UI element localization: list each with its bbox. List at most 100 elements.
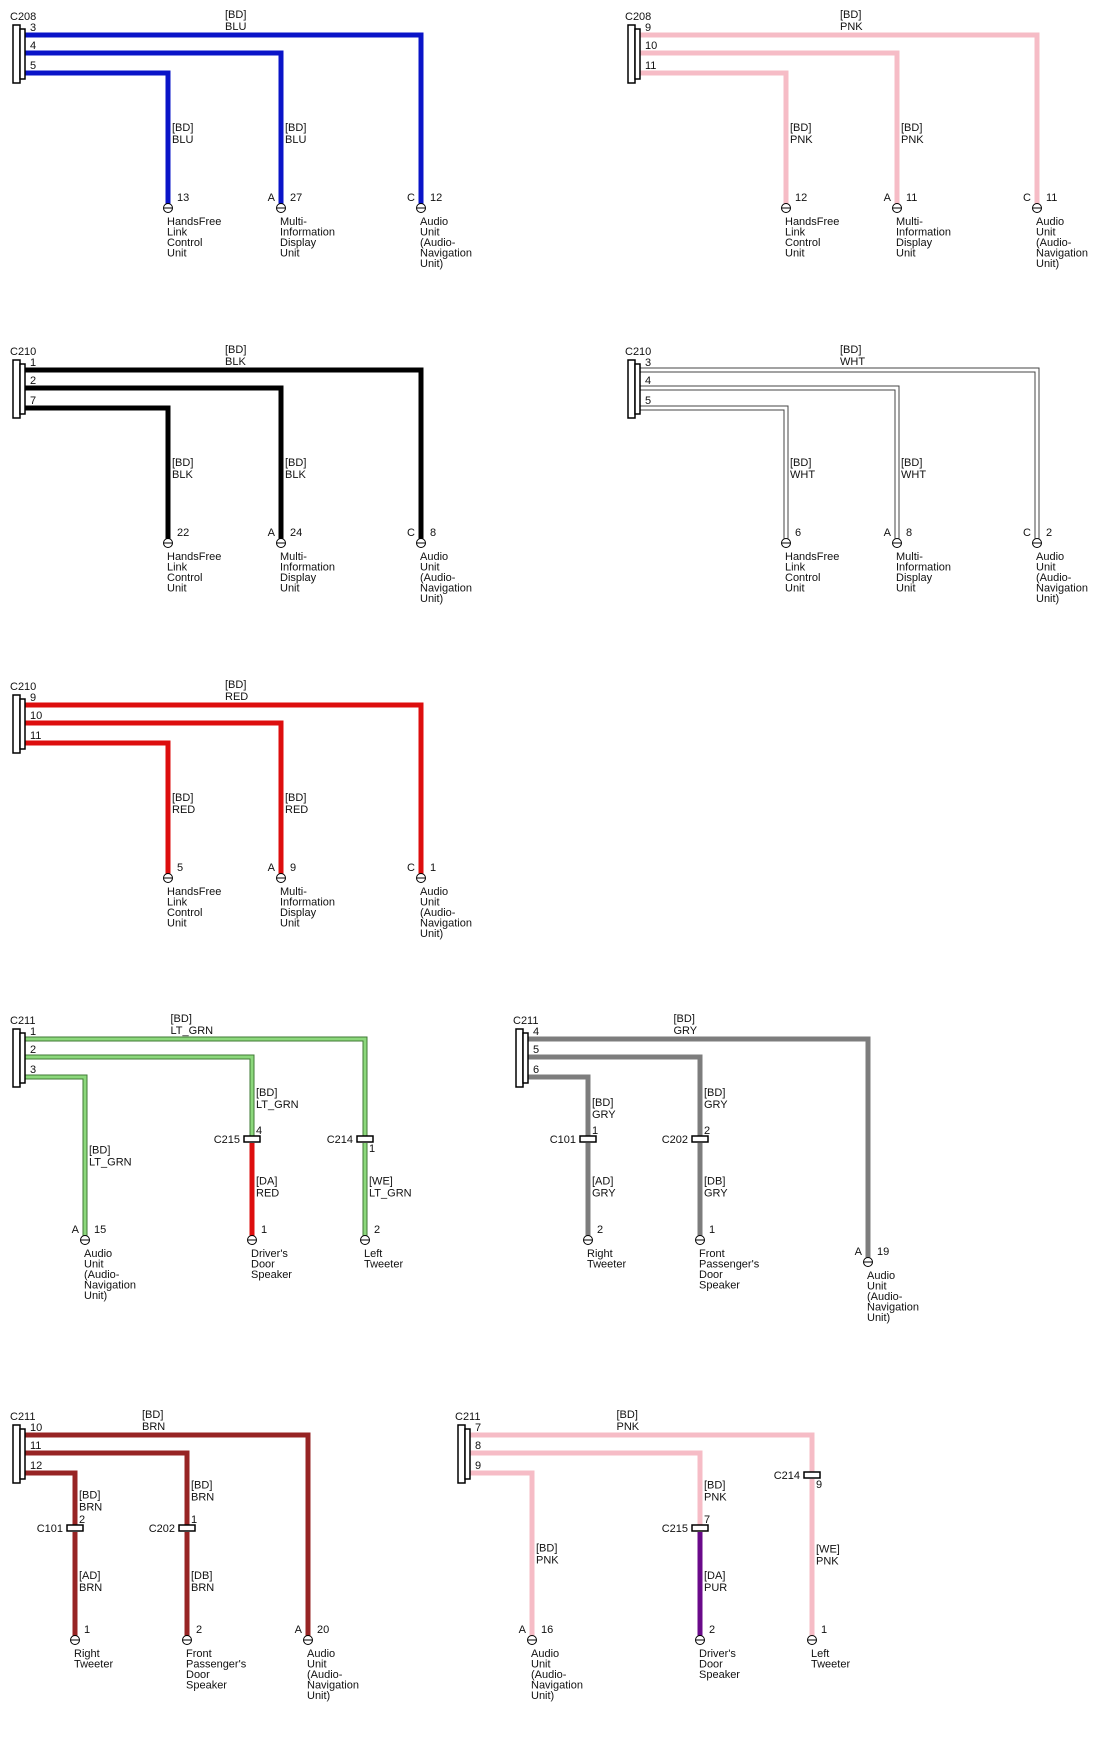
device-name: Unit [420,897,440,909]
wire [24,32,424,204]
connector-pin: 11 [30,1440,41,1452]
wire [24,70,171,204]
connector-symbol: 345 [627,357,651,419]
pin-letter: A [519,1624,527,1636]
device-name: (Audio- [84,1269,120,1281]
device-name: Unit [307,1659,327,1671]
trunk-wire-color: BLU [225,21,246,33]
pin-number: 8 [906,527,912,539]
connector-pin: 9 [475,1460,481,1472]
device-name: Left [364,1248,382,1260]
device-name: Unit [84,1259,104,1271]
trunk-wire-color: LT_GRN [171,1025,214,1037]
pin-letter: C [1023,192,1031,204]
device-name: Navigation [867,1302,919,1314]
wire-segment-1 [527,1074,591,1137]
trunk-wire-code: [BD] [840,9,861,21]
pin-number: 2 [1046,527,1052,539]
inline-connector-pin: 1 [191,1514,197,1526]
connector-pin: 2 [30,375,36,387]
wire-code: [BD] [790,457,811,469]
wire-color: WHT [901,469,926,481]
wire-code: [BD] [285,122,306,134]
wire-block-c211-pnk: C211[BD]PNK[BD]PNK16AAudioUnit(Audio-Nav… [455,1409,850,1702]
device-name: Display [280,237,317,249]
device-name: Display [280,572,317,584]
wire-code: [AD] [79,1570,100,1582]
device-name: Navigation [1036,248,1088,260]
device-name: Link [785,562,806,574]
device-name: Audio [420,886,448,898]
connector-pin: 5 [30,60,36,72]
connector-pin: 3 [645,357,651,369]
connector-body [627,359,636,419]
wire-core [639,368,1039,539]
pin-number: 15 [94,1224,106,1236]
wire [24,50,284,204]
connector-face [634,363,641,415]
wire [24,740,171,874]
connector-face [19,1428,26,1480]
inline-connector-label: C202 [149,1523,175,1535]
trunk-wire-code: [BD] [674,1013,695,1025]
wire-code: [BD] [704,1480,725,1492]
device-name: Tweeter [587,1259,626,1271]
device-name: Tweeter [364,1259,403,1271]
device-name: Display [280,907,317,919]
wire [469,1470,535,1636]
wire-block-c208-blu: C208[BD]BLU[BD]BLU13HandsFreeLinkControl… [10,9,472,270]
trunk-wire-code: [BD] [142,1409,163,1421]
inline-connector-label: C215 [214,1134,240,1146]
device-name: Audio [531,1648,559,1660]
wire [639,385,900,539]
device-name: Display [896,237,933,249]
wire [527,1036,871,1258]
connector-pin: 4 [645,375,651,387]
device-name: Display [896,572,933,584]
pin-letter: C [1023,527,1031,539]
wire-code: [WE] [369,1176,393,1188]
connector-body [515,1028,524,1088]
inline-connector-label: C215 [662,1523,688,1535]
pin-number: 1 [430,862,436,874]
connector-pin: 12 [30,1460,42,1472]
device-name: Link [167,227,188,239]
device-name: (Audio- [307,1669,343,1681]
wire-color: BLU [285,134,306,146]
device-name: Unit) [420,928,443,940]
connector-label: C211 [513,1015,538,1027]
wire-color: WHT [790,469,815,481]
wire-core [639,406,788,539]
device-name: Unit) [1036,258,1059,270]
trunk-wire-color: WHT [840,356,865,368]
wire-core [639,386,899,539]
pin-letter: A [884,527,892,539]
device-name: Control [785,237,820,249]
wire [24,1074,88,1236]
wire [639,405,789,539]
wire-code: [DA] [256,1176,277,1188]
wire-code: [WE] [816,1544,840,1556]
device-name: Door [699,1269,723,1281]
connector-pin: 3 [30,22,36,34]
device-name: Audio [1036,551,1064,563]
pin-number: 8 [430,527,436,539]
connector-face [19,28,26,80]
device-name: Unit [785,583,805,595]
connector-pin: 11 [645,60,656,72]
device-name: Driver's [251,1248,288,1260]
wire-color: PNK [901,134,924,146]
connector-label: C208 [10,11,36,23]
device-name: (Audio- [1036,237,1072,249]
device-name: Unit) [420,258,443,270]
pin-number: 1 [821,1624,827,1636]
